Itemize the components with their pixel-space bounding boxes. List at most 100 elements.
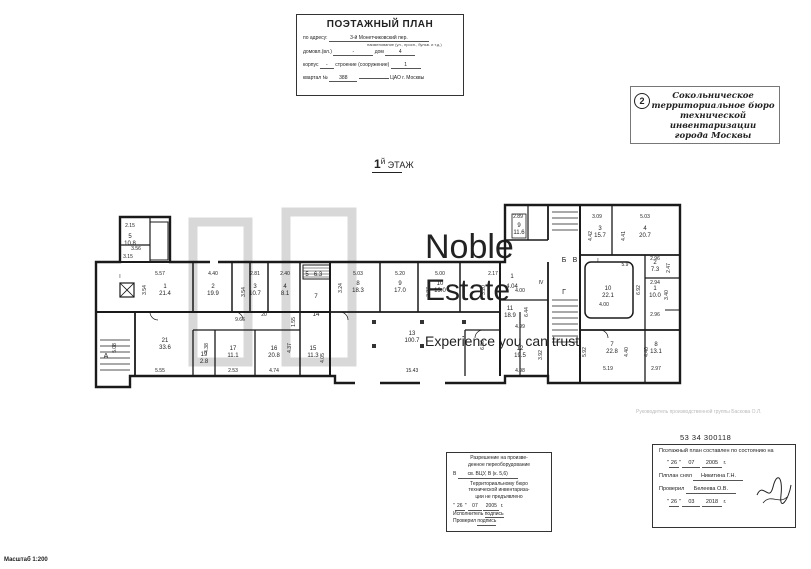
district: ЦАО г. Москвы — [390, 75, 425, 81]
room-2-number: 2 — [211, 284, 215, 290]
dim-label: 4.00 — [599, 302, 609, 308]
house-row: домовл.(вл.) - дом 4 — [303, 49, 463, 56]
cert-date-1: "26" 07 2005 г. — [667, 460, 727, 468]
permit-line-v-note: св. ВЦУ, В (к. 5,6) — [457, 471, 518, 479]
plan-name: Никитина Г.Н. — [693, 473, 744, 481]
permit-title-2: денное переоборудование — [467, 461, 531, 468]
room-10b-number: 10 — [605, 286, 612, 292]
checked-sign: подпись — [477, 518, 497, 526]
watermark-line-1: Noble — [425, 228, 514, 266]
dim-label: 2.15 — [125, 223, 135, 229]
dim-label: 20 — [261, 312, 267, 318]
room-5-area: 10.8 — [124, 241, 136, 247]
dim-label: 4.00 — [515, 288, 525, 294]
stair-letter-g: Г — [562, 289, 566, 296]
dim-label-vertical: 5.92 — [582, 347, 588, 357]
signature-scribble — [756, 477, 792, 504]
room-2b-number: 2 — [653, 260, 657, 266]
dim-label: 4.40 — [208, 271, 218, 277]
permit-line-v: В — [453, 471, 457, 477]
room-12-number: 12 — [517, 346, 524, 352]
room-3-area: 10.7 — [249, 291, 261, 297]
dim-label: 9.66 — [235, 317, 245, 323]
watermark-line-2: Estate — [425, 274, 510, 307]
stamp-line-1: Сокольническое — [672, 91, 754, 101]
dim-label-vertical: 4.37 — [287, 343, 293, 353]
dim-label-vertical: 3.24 — [338, 283, 344, 293]
room-11-area: 18.9 — [504, 313, 516, 319]
dim-label-vertical: 3.54 — [241, 287, 247, 297]
cert-box: Поэтажный план составлен по состоянию на… — [652, 444, 796, 528]
stamp-number-circle: 2 — [634, 93, 650, 109]
room-15-number: 15 — [310, 346, 317, 352]
room-5b-area: 6.3 — [314, 272, 323, 278]
dim-label: 2.96 — [650, 256, 660, 262]
korpus-row: корпус - строение (сооружение) 1 — [303, 62, 463, 69]
plan-title: ПОЭТАЖНЫЙ ПЛАН — [326, 19, 434, 30]
dim-label: 4.74 — [269, 368, 279, 374]
stair-letter-a: А — [104, 353, 109, 360]
stair-letter-b: Б — [562, 257, 567, 264]
dim-label-vertical: 1.55 — [291, 317, 297, 327]
dim-label: 5.55 — [155, 368, 165, 374]
dim-label: 3.15 — [123, 254, 133, 260]
address-label: по адресу: — [303, 35, 328, 41]
room-3b-number: 3 — [598, 226, 602, 232]
permit-title-1: Разрешение на произве- — [470, 455, 528, 461]
permit-bureau-1: Территориальному бюро — [470, 480, 528, 487]
dim-label: 2.94 — [650, 280, 660, 286]
dim-label: 4.99 — [515, 324, 525, 330]
room-1-number: 1 — [163, 284, 167, 290]
room-8b-area: 13.1 — [650, 349, 662, 355]
dim-label: 5.57 — [155, 271, 165, 277]
dim-label-vertical: 4.42 — [588, 231, 594, 241]
room-5-number: 5 — [128, 234, 132, 240]
dim-label: 2.81 — [250, 271, 260, 277]
plan-label: Плплан снял — [659, 473, 692, 479]
room-1b-number: 1 — [510, 274, 514, 280]
faded-note: Руководитель производственной группы Бас… — [636, 409, 762, 415]
dim-label-vertical: 4.40 — [644, 347, 650, 357]
room-11-number: 11 — [507, 306, 514, 312]
dim-label: 15.43 — [406, 368, 419, 374]
floor-word: ЭТАЖ — [387, 160, 414, 170]
house-value: - — [333, 49, 374, 56]
stamp-text: Сокольническое территориальное бюро техн… — [649, 91, 777, 141]
dom-label: дом — [374, 49, 384, 55]
room-19-number: 19 — [201, 352, 208, 358]
room-3-number: 3 — [253, 284, 257, 290]
room-7b-number: 7 — [610, 342, 614, 348]
dim-label: 5.03 — [640, 214, 650, 220]
room-21-area: 33.6 — [159, 345, 171, 351]
dim-label: 5.19 — [603, 366, 613, 372]
kvartal-row: квартал № 388 ЦАО г. Москвы — [303, 75, 463, 82]
dim-label-vertical: 6.44 — [524, 307, 530, 317]
dim-label: 5.20 — [395, 271, 405, 277]
room-7b-area: 22.8 — [606, 349, 618, 355]
dim-label: 3.09 — [592, 214, 602, 220]
dim-label: 2.97 — [651, 366, 661, 372]
room-9b-area: 11.6 — [513, 230, 525, 236]
room-17-area: 11.1 — [227, 353, 239, 359]
dim-label: 2.53 — [228, 368, 238, 374]
checked-label: Проверил — [453, 518, 477, 524]
dim-label-vertical: 4.38 — [204, 343, 210, 353]
room-4b-number: 4 — [643, 226, 647, 232]
stamp-line-3: технической инвентаризации — [669, 111, 757, 131]
section-i-right: I — [597, 258, 598, 264]
permit-bureau-2: технической инвентариза- — [468, 487, 530, 493]
room-3b-area: 15.7 — [594, 233, 606, 239]
floor-number: 1 — [374, 157, 381, 171]
room-10-number: 10 — [437, 281, 444, 287]
watermark-line-3: Experience you can trust — [425, 333, 579, 349]
cert-number: 53 34 300118 — [680, 433, 732, 442]
stamp-line-4: города Москвы — [674, 131, 752, 141]
dim-label: 2.17 — [488, 271, 498, 277]
executor-label: Исполнитель — [453, 510, 484, 517]
dim-label: 5.9 — [622, 262, 629, 268]
address-value: 3-й Монетчиковский пер. — [328, 35, 429, 42]
room-10-area: 19.0 — [434, 288, 446, 294]
dim-label: 3.56 — [131, 246, 141, 252]
dim-label-vertical: 4.05 — [320, 353, 326, 363]
room-15-area: 11.3 — [307, 353, 319, 359]
